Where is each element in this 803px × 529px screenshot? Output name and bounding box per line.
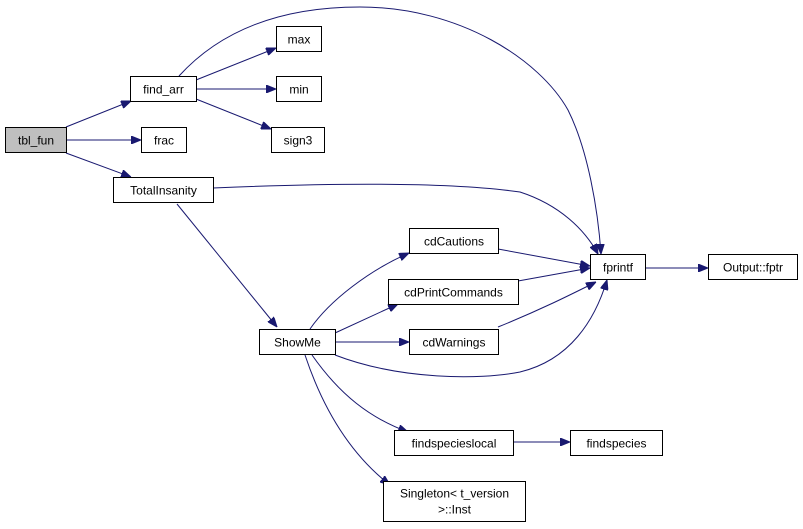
node-Singleton_Inst[interactable]: Singleton< t_version >::Inst <box>383 481 526 522</box>
node-label: cdWarnings <box>423 336 486 350</box>
node-label: Output::fptr <box>723 261 783 275</box>
edge-find_arr-sign3 <box>195 98 271 129</box>
edges <box>65 6 708 485</box>
node-label-line2: >::Inst <box>438 503 472 517</box>
node-label: fprintf <box>603 261 634 275</box>
node-label: ShowMe <box>274 336 321 350</box>
node-findspecieslocal[interactable]: findspecieslocal <box>394 430 514 456</box>
node-label: min <box>289 83 308 97</box>
node-label: cdCautions <box>424 235 484 249</box>
node-TotalInsanity[interactable]: TotalInsanity <box>113 177 214 203</box>
edge-ShowMe-fprintf <box>334 280 607 378</box>
node-label: find_arr <box>143 83 184 97</box>
node-label-line1: Singleton< t_version <box>400 487 509 501</box>
node-label: max <box>288 33 311 47</box>
edge-find_arr-max <box>195 48 276 81</box>
node-Output_fptr[interactable]: Output::fptr <box>708 254 798 280</box>
edge-ShowMe-Singleton <box>304 354 390 485</box>
node-cdWarnings[interactable]: cdWarnings <box>409 329 499 355</box>
node-frac[interactable]: frac <box>141 127 187 153</box>
edge-ShowMe-cdPrintCommands <box>334 304 398 334</box>
node-find_arr[interactable]: find_arr <box>130 76 197 102</box>
node-cdCautions[interactable]: cdCautions <box>409 228 499 254</box>
node-min[interactable]: min <box>276 76 322 102</box>
edge-TotalInsanity-ShowMe <box>176 203 277 327</box>
edge-cdPrintCommands-fprintf <box>517 268 590 282</box>
edge-ShowMe-findspecieslocal <box>311 354 408 432</box>
node-label: cdPrintCommands <box>404 286 503 300</box>
node-label: frac <box>154 134 174 148</box>
node-label: sign3 <box>284 134 313 148</box>
edge-cdCautions-fprintf <box>497 248 590 266</box>
edge-cdWarnings-fprintf <box>497 282 596 328</box>
node-cdPrintCommands[interactable]: cdPrintCommands <box>388 279 519 305</box>
node-sign3[interactable]: sign3 <box>271 127 325 153</box>
node-max[interactable]: max <box>276 26 322 52</box>
edge-tbl_fun-find_arr <box>65 101 131 128</box>
node-ShowMe[interactable]: ShowMe <box>259 329 336 355</box>
node-tbl_fun[interactable]: tbl_fun <box>5 127 67 153</box>
node-label: findspecies <box>586 437 646 451</box>
edge-TotalInsanity-fprintf <box>212 183 598 254</box>
node-label: TotalInsanity <box>130 184 197 198</box>
node-label: findspecieslocal <box>412 437 497 451</box>
node-fprintf[interactable]: fprintf <box>590 254 646 280</box>
node-label: tbl_fun <box>18 134 54 148</box>
edge-ShowMe-cdCautions <box>309 253 409 330</box>
node-findspecies[interactable]: findspecies <box>570 430 663 456</box>
edge-find_arr-fprintf <box>178 6 601 254</box>
edge-tbl_fun-TotalInsanity <box>65 152 131 177</box>
